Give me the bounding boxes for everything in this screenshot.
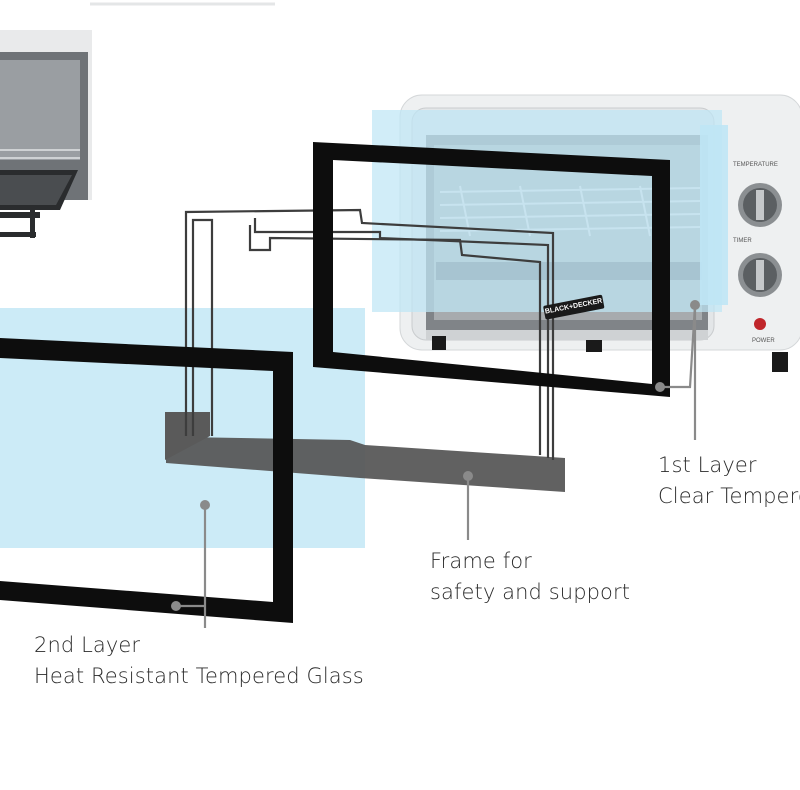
callout-frame: Frame for safety and support bbox=[430, 546, 630, 608]
callout-second-layer: 2nd Layer Heat Resistant Tempered Glass bbox=[34, 630, 364, 692]
temperature-label: TEMPERATURE bbox=[733, 162, 778, 168]
callout-second-layer-desc: Heat Resistant Tempered Glass bbox=[34, 664, 364, 688]
layer1-leader-dot bbox=[655, 382, 665, 392]
layer1-glass-dot bbox=[690, 300, 700, 310]
small-oven-image bbox=[0, 2, 275, 238]
leader-lines bbox=[176, 304, 697, 628]
callout-second-layer-title: 2nd Layer bbox=[34, 633, 141, 657]
callout-frame-title: Frame for bbox=[430, 549, 532, 573]
second-layer-black-frame bbox=[0, 338, 293, 623]
leader-dots bbox=[171, 300, 700, 611]
callout-frame-desc: safety and support bbox=[430, 580, 631, 604]
first-layer-black-frame bbox=[313, 142, 670, 397]
support-frame-outline bbox=[184, 208, 555, 460]
layer2-glass-dot bbox=[200, 500, 210, 510]
first-layer-glass bbox=[372, 110, 728, 312]
layer2-frame-dot bbox=[171, 601, 181, 611]
callout-first-layer: 1st Layer Clear Tempered bbox=[658, 450, 800, 512]
callout-first-layer-desc: Clear Tempered bbox=[658, 484, 800, 508]
power-label: POWER bbox=[752, 338, 775, 344]
timer-label: TIMER bbox=[733, 238, 752, 244]
frame-leader-dot bbox=[463, 471, 473, 481]
callout-first-layer-title: 1st Layer bbox=[658, 453, 757, 477]
